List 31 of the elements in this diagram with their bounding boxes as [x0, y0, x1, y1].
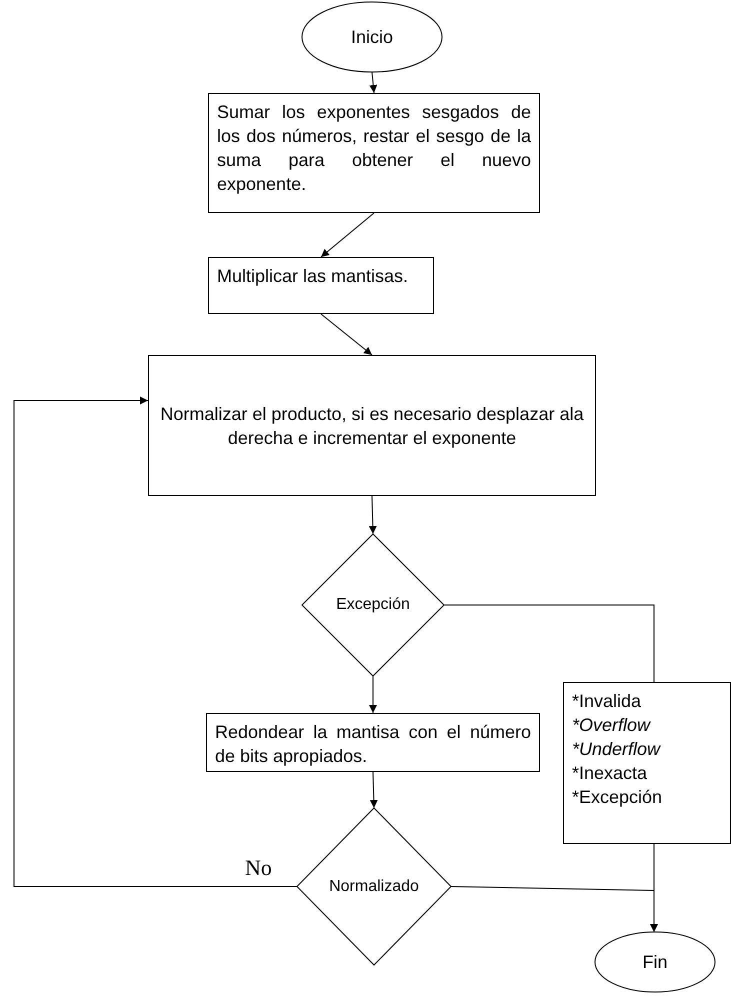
step-text: *Excepción — [572, 786, 664, 809]
process-box — [208, 93, 540, 213]
step-text: *Overflow — [572, 714, 652, 737]
terminal-label: Inicio — [350, 26, 394, 49]
step-text: Redondear la mantisa con el número de bits apropiados. — [215, 721, 531, 768]
process-box — [563, 682, 731, 844]
terminal-ellipse — [302, 2, 442, 72]
arrow — [370, 772, 378, 808]
arrow — [369, 72, 378, 94]
process-box — [208, 257, 434, 314]
decision-label: Normalizado — [329, 876, 419, 896]
arrow — [369, 676, 377, 714]
terminal-label: Fin — [642, 951, 668, 974]
decision-diamond — [301, 533, 445, 677]
step-text: Multiplicar las mantisas. — [217, 265, 410, 288]
terminal-ellipse — [594, 932, 716, 992]
arrow — [368, 496, 377, 534]
decision-diamond — [296, 807, 452, 966]
step-text: *Inexacta — [572, 762, 648, 785]
step-text: *Underflow — [572, 738, 662, 761]
decision-label: Excepción — [336, 595, 410, 615]
step-text: Sumar los exponentes sesgados de los dos números, restar el sesgo de la suma para obtener el nuevo exponente. — [217, 101, 531, 196]
process-box — [206, 713, 540, 772]
process-box — [148, 355, 596, 496]
arrow — [320, 314, 372, 356]
arrow — [320, 212, 374, 258]
arrow — [14, 396, 298, 887]
step-text: *Invalida — [572, 690, 642, 713]
arrow — [650, 844, 658, 932]
step-text: Normalizar el producto, si es necesario desplazar ala derecha e incrementar el exponente — [159, 402, 585, 450]
connector-line — [444, 604, 654, 682]
